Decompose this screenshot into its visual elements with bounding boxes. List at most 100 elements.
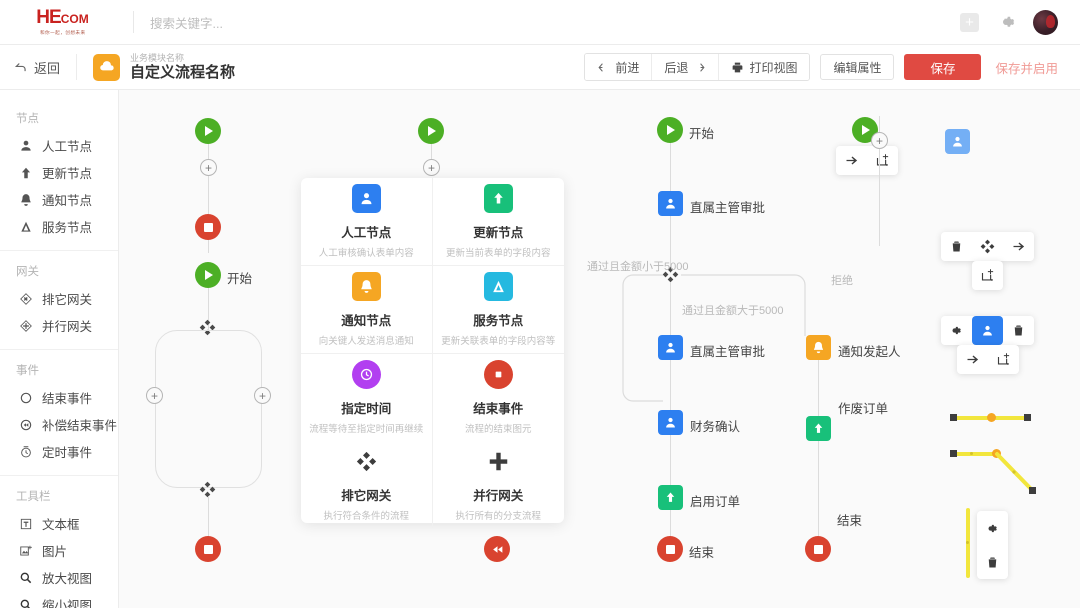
node-context-toolbar-3[interactable] [941, 316, 1034, 345]
gear-icon[interactable] [941, 316, 972, 345]
app-logo[interactable]: HECOM 和你一起，创想未来 [0, 8, 125, 36]
sidebar-section-gateways: 网关 排它网关 并行网关 [0, 251, 118, 350]
save-and-enable-button[interactable]: 保存并启用 [995, 61, 1058, 76]
sidebar-section-title: 节点 [16, 113, 39, 125]
trash-icon[interactable] [1003, 316, 1034, 345]
arrow-right-icon[interactable] [957, 345, 988, 374]
forward-button[interactable]: 前进 [585, 54, 653, 80]
compensate-end-event-icon [18, 417, 33, 432]
sidebar-item-service-node[interactable]: 服务节点 [0, 213, 118, 240]
connector-waypoint-dot[interactable] [970, 452, 973, 455]
start-node[interactable] [195, 262, 221, 288]
print-view-button[interactable]: 打印视图 [719, 54, 810, 80]
node-context-toolbar-2-row2[interactable] [972, 261, 1003, 290]
update-node-icon [18, 165, 33, 180]
sidebar-item-timer-event[interactable]: 定时事件 [0, 438, 118, 465]
sidebar-item-compensate-end-event[interactable]: 补偿结束事件 [0, 411, 118, 438]
trash-icon[interactable] [941, 232, 972, 261]
avatar[interactable] [1033, 9, 1058, 35]
arrow-right-icon[interactable] [1003, 232, 1034, 261]
exclusive-gateway-icon [18, 291, 33, 306]
connector-waypoint-dot[interactable] [966, 541, 969, 544]
add-node-icon[interactable]: + [200, 159, 217, 176]
node-context-toolbar-2[interactable] [941, 232, 1034, 261]
save-button[interactable]: 保存 [904, 54, 982, 80]
subprocess-container[interactable] [155, 330, 262, 488]
end-node[interactable] [195, 214, 221, 240]
user-node-icon[interactable] [972, 316, 1003, 345]
rewind-button[interactable] [484, 536, 510, 562]
flow-user-node-2[interactable] [658, 335, 683, 360]
arrow-right-icon[interactable] [836, 146, 867, 175]
flow-enable-order-node[interactable] [658, 485, 683, 510]
node-palette-panel[interactable]: 人工节点 人工审核确认表单内容 更新节点 更新当前表单的字段内容 通知节点 向关… [301, 178, 565, 528]
flow-void-order-node[interactable] [806, 416, 831, 441]
connector-endpoint-handle[interactable] [950, 450, 957, 457]
flow-finance-node[interactable] [658, 410, 683, 435]
palette-item-end-event[interactable]: 结束事件 流程的结束图元 [433, 354, 565, 441]
user-node-icon [666, 417, 675, 428]
start-node[interactable] [195, 118, 221, 144]
sidebar-item-update-node[interactable]: 更新节点 [0, 159, 118, 186]
page-title[interactable]: 自定义流程名称 [130, 64, 236, 82]
back-label: 返回 [34, 60, 61, 76]
detached-start-node[interactable] [852, 117, 878, 143]
palette-item-notify-node[interactable]: 通知节点 向关键人发送消息通知 [301, 266, 433, 354]
flow-start-node[interactable] [657, 117, 683, 143]
flow-user-node-1[interactable] [658, 191, 683, 216]
flow-end-node-2[interactable] [805, 536, 831, 562]
palette-item-timer[interactable]: 指定时间 流程等待至指定时间再继续 [301, 354, 433, 441]
flow-notify-node[interactable] [806, 335, 831, 360]
exclusive-gateway-icon[interactable] [199, 319, 216, 336]
sidebar-item-image[interactable]: 图片 [0, 537, 118, 564]
palette-item-update-node[interactable]: 更新节点 更新当前表单的字段内容 [432, 178, 564, 266]
left-sidebar: 节点 人工节点 更新节点 通知节点 服务节点 网关 排它网关 [0, 90, 119, 608]
plus-icon[interactable]: + [960, 12, 979, 32]
palette-item-user-node[interactable]: 人工节点 人工审核确认表单内容 [301, 178, 433, 266]
gear-icon[interactable] [997, 13, 1015, 31]
gear-icon[interactable] [977, 511, 1008, 545]
flow-canvas[interactable]: + 开始 + + + 人工节点 人工审核确认表单内容 [119, 90, 1080, 608]
exclusive-gateway-icon[interactable] [972, 232, 1003, 261]
connector-endpoint-handle[interactable] [1024, 414, 1031, 421]
sidebar-item-notify-node[interactable]: 通知节点 [0, 186, 118, 213]
sidebar-item-textbox[interactable]: 文本框 [0, 510, 118, 537]
connector-endpoint-handle[interactable] [1029, 487, 1036, 494]
add-node-icon[interactable] [988, 345, 1019, 374]
palette-item-service-node[interactable]: 服务节点 更新关联表单的字段内容等 [432, 266, 564, 354]
add-node-icon[interactable]: + [254, 387, 271, 404]
back-step-button[interactable]: 后退 [652, 54, 720, 80]
start-node[interactable] [418, 118, 444, 144]
sidebar-item-parallel-gateway[interactable]: 并行网关 [0, 312, 118, 339]
flow-exclusive-gateway[interactable] [662, 266, 679, 283]
sidebar-item-user-node[interactable]: 人工节点 [0, 132, 118, 159]
sidebar-item-zoom-out[interactable]: 缩小视图 [0, 591, 118, 608]
connector-endpoint-handle[interactable] [950, 414, 957, 421]
end-node[interactable] [195, 536, 221, 562]
palette-item-exclusive-gateway[interactable]: 排它网关 执行符合条件的流程 [301, 441, 433, 528]
edit-properties-button[interactable]: 编辑属性 [820, 54, 895, 80]
connector-segment[interactable] [954, 452, 997, 456]
add-node-icon[interactable]: + [871, 132, 888, 149]
back-button[interactable]: 返回 [14, 58, 60, 77]
edge-label-gt5000: 通过且金额大于5000 [682, 305, 784, 317]
node-context-toolbar-3-row2[interactable] [957, 345, 1019, 374]
connector-context-toolbar[interactable] [977, 511, 1008, 579]
connector-diagonal-segment[interactable] [994, 452, 1054, 507]
trash-icon[interactable] [977, 545, 1008, 579]
add-node-icon[interactable]: + [146, 387, 163, 404]
search-input[interactable]: 搜索关键字... [150, 16, 223, 31]
flow-end-node-1[interactable] [657, 536, 683, 562]
ghost-user-node[interactable] [945, 129, 970, 154]
user-node-icon [351, 184, 381, 213]
palette-item-parallel-gateway[interactable]: 并行网关 执行所有的分支流程 [433, 441, 565, 528]
sidebar-item-end-event[interactable]: 结束事件 [0, 384, 118, 411]
sidebar-item-exclusive-gateway[interactable]: 排它网关 [0, 285, 118, 312]
sidebar-item-zoom-in[interactable]: 放大视图 [0, 564, 118, 591]
node-context-toolbar-1[interactable] [836, 146, 898, 175]
add-node-icon[interactable] [867, 146, 898, 175]
add-node-icon[interactable]: + [423, 159, 440, 176]
exclusive-gateway-icon[interactable] [199, 481, 216, 498]
add-node-icon[interactable] [972, 261, 1003, 290]
connector-midpoint-handle[interactable] [987, 413, 996, 422]
